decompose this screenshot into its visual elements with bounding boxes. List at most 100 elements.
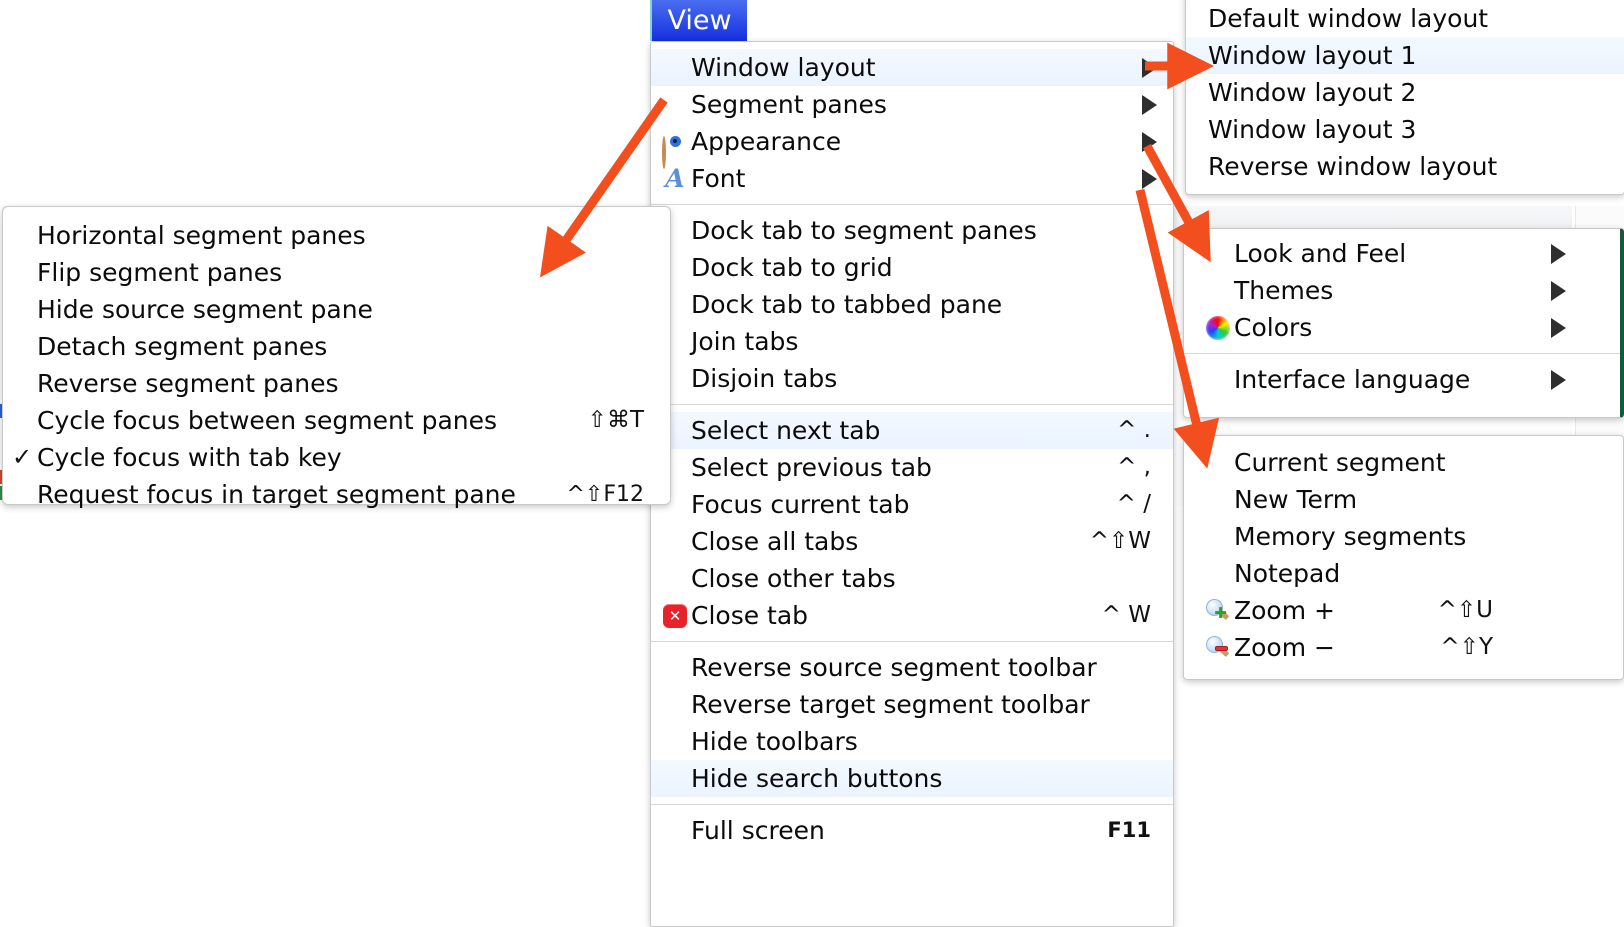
menu-item-zoom-out[interactable]: Zoom − ^⇧Y [1184,629,1623,666]
menu-item-label: Notepad [1234,559,1341,588]
menu-item-themes[interactable]: Themes [1184,272,1620,309]
menu-item-label: Look and Feel [1234,239,1407,268]
chevron-right-icon [1551,243,1566,264]
color-wheel-icon [1202,315,1234,340]
menu-item-interface-language[interactable]: Interface language [1184,361,1620,398]
menu-item-accelerator: ^ W [1101,602,1151,628]
menu-item-label: Hide toolbars [691,727,858,756]
menu-item-new-term[interactable]: New Term [1184,481,1623,518]
menu-item-accelerator: ⇧⌘T [587,407,644,433]
menu-item-window-layout[interactable]: Window layout [651,49,1173,86]
menu-item-accelerator: ^⇧Y [1440,634,1493,660]
menu-item-close-other-tabs[interactable]: Close other tabs [651,560,1173,597]
menu-item-label: Cycle focus with tab key [37,443,342,472]
menu-item-current-segment[interactable]: Current segment [1184,444,1623,481]
window-layout-submenu-popup: Default window layout Window layout 1 Wi… [1185,0,1624,195]
menu-item-cycle-focus-with-tab-key[interactable]: ✓ Cycle focus with tab key [3,439,670,476]
menu-item-font[interactable]: A Font [651,160,1173,197]
menu-item-reverse-source-segment-toolbar[interactable]: Reverse source segment toolbar [651,649,1173,686]
menu-item-request-focus-in-target-segment-pane[interactable]: Request focus in target segment pane ^⇧F… [3,476,670,513]
menu-item-look-and-feel[interactable]: Look and Feel [1184,235,1620,272]
menu-item-focus-current-tab[interactable]: Focus current tab ^ / [651,486,1173,523]
chevron-right-icon [1142,94,1157,115]
menu-item-label: Font [691,164,746,193]
menu-item-label: Zoom + [1234,596,1335,625]
menu-item-label: Current segment [1234,448,1446,477]
font-a-icon: A [665,164,685,193]
menu-item-colors[interactable]: Colors [1184,309,1620,346]
menu-item-full-screen[interactable]: Full screen F11 [651,812,1173,849]
checkmark-icon: ✓ [11,443,33,471]
menu-item-accelerator: ^ . [1117,417,1151,443]
menu-item-hide-search-buttons[interactable]: Hide search buttons [651,760,1173,797]
menu-item-label: Memory segments [1234,522,1467,551]
font-submenu-popup: Current segment New Term Memory segments… [1183,435,1624,680]
menu-item-window-layout-3[interactable]: Window layout 3 [1186,111,1624,148]
menu-item-label: Join tabs [691,327,799,356]
menu-item-reverse-segment-panes[interactable]: Reverse segment panes [3,365,670,402]
menu-item-segment-panes[interactable]: Segment panes [651,86,1173,123]
menu-item-label: Detach segment panes [37,332,328,361]
view-menu-popup: Window layout Segment panes Appearance A… [650,41,1174,927]
menu-item-label: Window layout 2 [1208,78,1417,107]
menu-item-label: Default window layout [1208,4,1489,33]
menu-item-label: Hide source segment pane [37,295,373,324]
menu-item-label: Reverse target segment toolbar [691,690,1090,719]
menu-item-label: Window layout 1 [1208,41,1417,70]
menu-item-label: Disjoin tabs [691,364,838,393]
menu-item-label: Cycle focus between segment panes [37,406,498,435]
menu-item-dock-tab-to-segment-panes[interactable]: Dock tab to segment panes [651,212,1173,249]
menu-item-disjoin-tabs[interactable]: Disjoin tabs [651,360,1173,397]
chevron-right-icon [1551,317,1566,338]
menu-item-hide-source-segment-pane[interactable]: Hide source segment pane [3,291,670,328]
menu-item-label: Interface language [1234,365,1471,394]
appearance-submenu-popup: Look and Feel Themes Colors Interface la… [1183,228,1624,418]
menu-item-dock-tab-to-tabbed-pane[interactable]: Dock tab to tabbed pane [651,286,1173,323]
menu-item-hide-toolbars[interactable]: Hide toolbars [651,723,1173,760]
menu-item-label: Focus current tab [691,490,910,519]
menu-separator [1184,353,1620,354]
menu-item-label: Appearance [691,127,842,156]
menu-item-label: Window layout 3 [1208,115,1417,144]
menu-item-zoom-in[interactable]: ✚ Zoom + ^⇧U [1184,592,1623,629]
menu-item-join-tabs[interactable]: Join tabs [651,323,1173,360]
menu-item-label: New Term [1234,485,1358,514]
menu-item-notepad[interactable]: Notepad [1184,555,1623,592]
menu-item-label: Horizontal segment panes [37,221,366,250]
menu-item-label: Close tab [691,601,809,630]
menu-item-dock-tab-to-grid[interactable]: Dock tab to grid [651,249,1173,286]
menu-item-label: Full screen [691,816,825,845]
zoom-out-icon [1202,635,1234,660]
menu-item-select-next-tab[interactable]: Select next tab ^ . [651,412,1173,449]
menu-item-detach-segment-panes[interactable]: Detach segment panes [3,328,670,365]
chevron-right-icon [1551,280,1566,301]
menu-button-view[interactable]: View [650,0,747,41]
menu-item-memory-segments[interactable]: Memory segments [1184,518,1623,555]
menu-item-window-layout-2[interactable]: Window layout 2 [1186,74,1624,111]
menu-item-default-window-layout[interactable]: Default window layout [1186,0,1624,37]
menu-item-appearance[interactable]: Appearance [651,123,1173,169]
close-tab-icon: ✕ [659,603,691,628]
menu-item-label: Select next tab [691,416,881,445]
menu-separator [651,641,1173,642]
menu-item-label: Dock tab to grid [691,253,893,282]
menu-item-label: Dock tab to segment panes [691,216,1037,245]
menu-item-horizontal-segment-panes[interactable]: Horizontal segment panes [3,217,670,254]
menu-item-flip-segment-panes[interactable]: Flip segment panes [3,254,670,291]
menu-item-close-all-tabs[interactable]: Close all tabs ^⇧W [651,523,1173,560]
zoom-in-icon: ✚ [1202,598,1234,623]
menu-item-select-previous-tab[interactable]: Select previous tab ^ , [651,449,1173,486]
menu-item-label: Select previous tab [691,453,932,482]
menu-item-window-layout-1[interactable]: Window layout 1 [1186,37,1624,74]
menu-item-label: Reverse segment panes [37,369,339,398]
menu-item-reverse-window-layout[interactable]: Reverse window layout [1186,148,1624,185]
chevron-right-icon [1142,168,1157,189]
menu-item-label: Reverse source segment toolbar [691,653,1097,682]
menu-item-label: Close other tabs [691,564,896,593]
menu-item-reverse-target-segment-toolbar[interactable]: Reverse target segment toolbar [651,686,1173,723]
menu-item-label: Window layout [691,53,876,82]
chevron-right-icon [1142,131,1157,152]
menu-item-cycle-focus-between-segment-panes[interactable]: Cycle focus between segment panes ⇧⌘T [3,402,670,439]
menu-item-label: Segment panes [691,90,887,119]
menu-item-close-tab[interactable]: ✕ Close tab ^ W [651,597,1173,634]
